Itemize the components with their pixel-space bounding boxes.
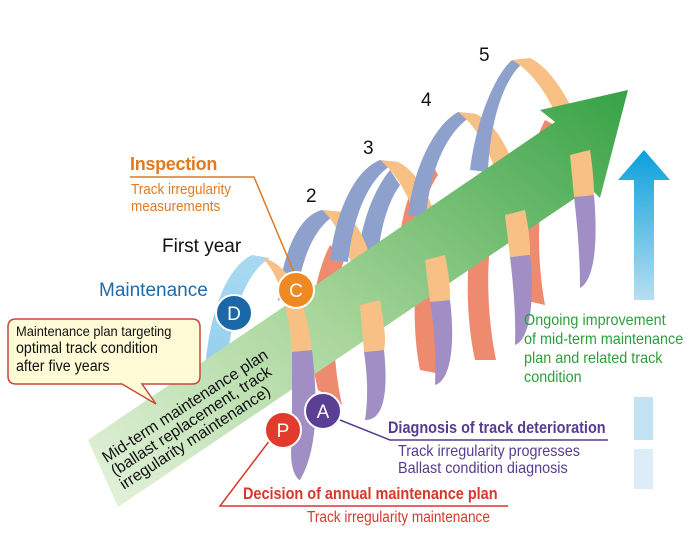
callout-line: after five years — [16, 358, 110, 375]
inspection-subtitle-line: Track irregularity — [131, 181, 232, 198]
inspection-subtitle-line: measurements — [131, 198, 221, 215]
plan-letter: P — [277, 421, 290, 442]
improvement-arrow-head — [618, 150, 670, 300]
decision-leader-line — [218, 439, 508, 507]
year-label-3: 3 — [363, 138, 374, 159]
callout-bubble — [7, 318, 201, 405]
coil-front-parts — [262, 150, 596, 480]
cycle-act-circle: A — [304, 392, 342, 430]
cycle-check-circle: C — [277, 271, 315, 309]
ongoing-line: condition — [524, 369, 582, 386]
inspection-leader-line — [130, 176, 299, 283]
maintenance-label: Maintenance — [99, 280, 208, 301]
decision-subtitle: Track irregularity maintenance — [307, 509, 490, 526]
diagnosis-subtitle-line: Track irregularity progresses — [398, 443, 580, 460]
improvement-arrow-segment — [634, 449, 653, 489]
callout-text: Maintenance plan targeting optimal track… — [16, 322, 171, 376]
year-label-4: 4 — [421, 90, 432, 111]
cycle-plan-circle: P — [264, 411, 302, 449]
diagnosis-subtitle-line: Ballast condition diagnosis — [398, 460, 568, 477]
mid-term-arrow — [88, 90, 628, 507]
diagnosis-subtitle: Track irregularity progresses Ballast co… — [398, 443, 580, 477]
callout-line: Maintenance plan targeting — [16, 323, 172, 339]
decision-title: Decision of annual maintenance plan — [243, 484, 498, 503]
ongoing-line: plan and related track — [524, 350, 663, 367]
year-label-2: 2 — [306, 186, 317, 207]
diagnosis-title: Diagnosis of track deterioration — [388, 418, 606, 437]
improvement-arrow — [618, 150, 670, 489]
ongoing-line: of mid-term maintenance — [524, 331, 684, 348]
year-label-5: 5 — [479, 45, 490, 66]
inspection-title: Inspection — [130, 154, 218, 174]
act-letter: A — [317, 402, 330, 423]
improvement-arrow-segment — [634, 397, 653, 440]
callout-line: optimal track condition — [16, 340, 158, 357]
ongoing-improvement-text: Ongoing improvement of mid-term maintena… — [524, 311, 683, 387]
check-letter: C — [289, 281, 303, 302]
ongoing-line: Ongoing improvement — [524, 312, 666, 329]
year-label-first: First year — [162, 236, 242, 257]
diagnosis-leader-line — [339, 419, 608, 441]
do-letter: D — [227, 304, 241, 325]
inspection-subtitle: Track irregularity measurements — [131, 181, 231, 215]
cycle-do-circle: D — [215, 294, 253, 332]
